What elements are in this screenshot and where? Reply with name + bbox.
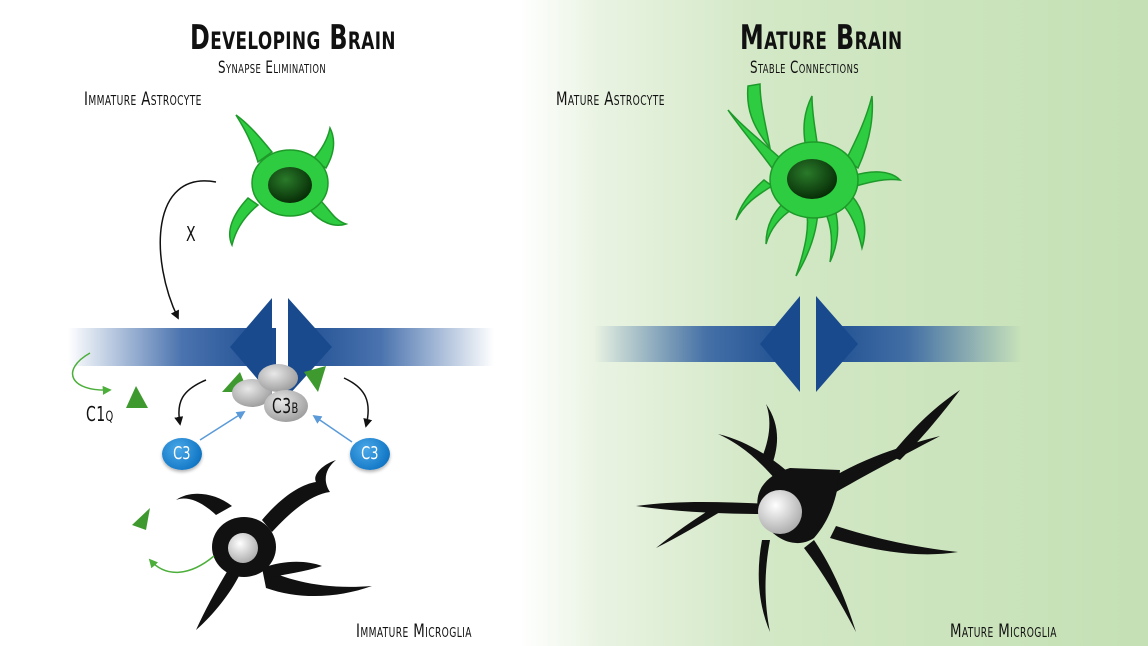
c1q-released-triangle: [132, 508, 150, 530]
c3-conversion-arrow-right: [314, 416, 352, 442]
immature-microglia: [176, 460, 372, 630]
c3-conversion-arrow-left: [200, 412, 244, 440]
immature-astrocyte: [230, 115, 346, 245]
c1q-triangle: [126, 386, 148, 408]
c1q-label: C1q: [86, 402, 114, 426]
signal-x-label: X: [186, 222, 196, 246]
c3-release-arrow-left: [179, 380, 206, 424]
c3-badge-right: C3: [350, 438, 390, 470]
left-panel-subtitle: Synapse Elimination: [218, 58, 326, 78]
right-panel-subtitle: Stable Connections: [750, 58, 859, 78]
microglia-release-arrow: [150, 556, 214, 572]
mature-microglia-soma: [758, 490, 802, 534]
signal-x-arrow: [160, 181, 216, 318]
mature-astrocyte-nucleus: [787, 159, 837, 199]
left-panel-title: Developing Brain: [190, 18, 396, 58]
immature-astrocyte-label: Immature Astrocyte: [84, 88, 202, 110]
mature-astrocyte-label: Mature Astrocyte: [556, 88, 665, 110]
mature-synapse: [594, 296, 1022, 392]
mature-microglia-label: Mature Microglia: [950, 620, 1057, 642]
c3-release-arrow-right: [344, 378, 368, 426]
right-panel-title: Mature Brain: [740, 18, 902, 58]
c3b-label: C3b: [272, 394, 299, 418]
c3-badge-left: C3: [162, 438, 202, 470]
immature-microglia-label: Immature Microglia: [356, 620, 472, 642]
